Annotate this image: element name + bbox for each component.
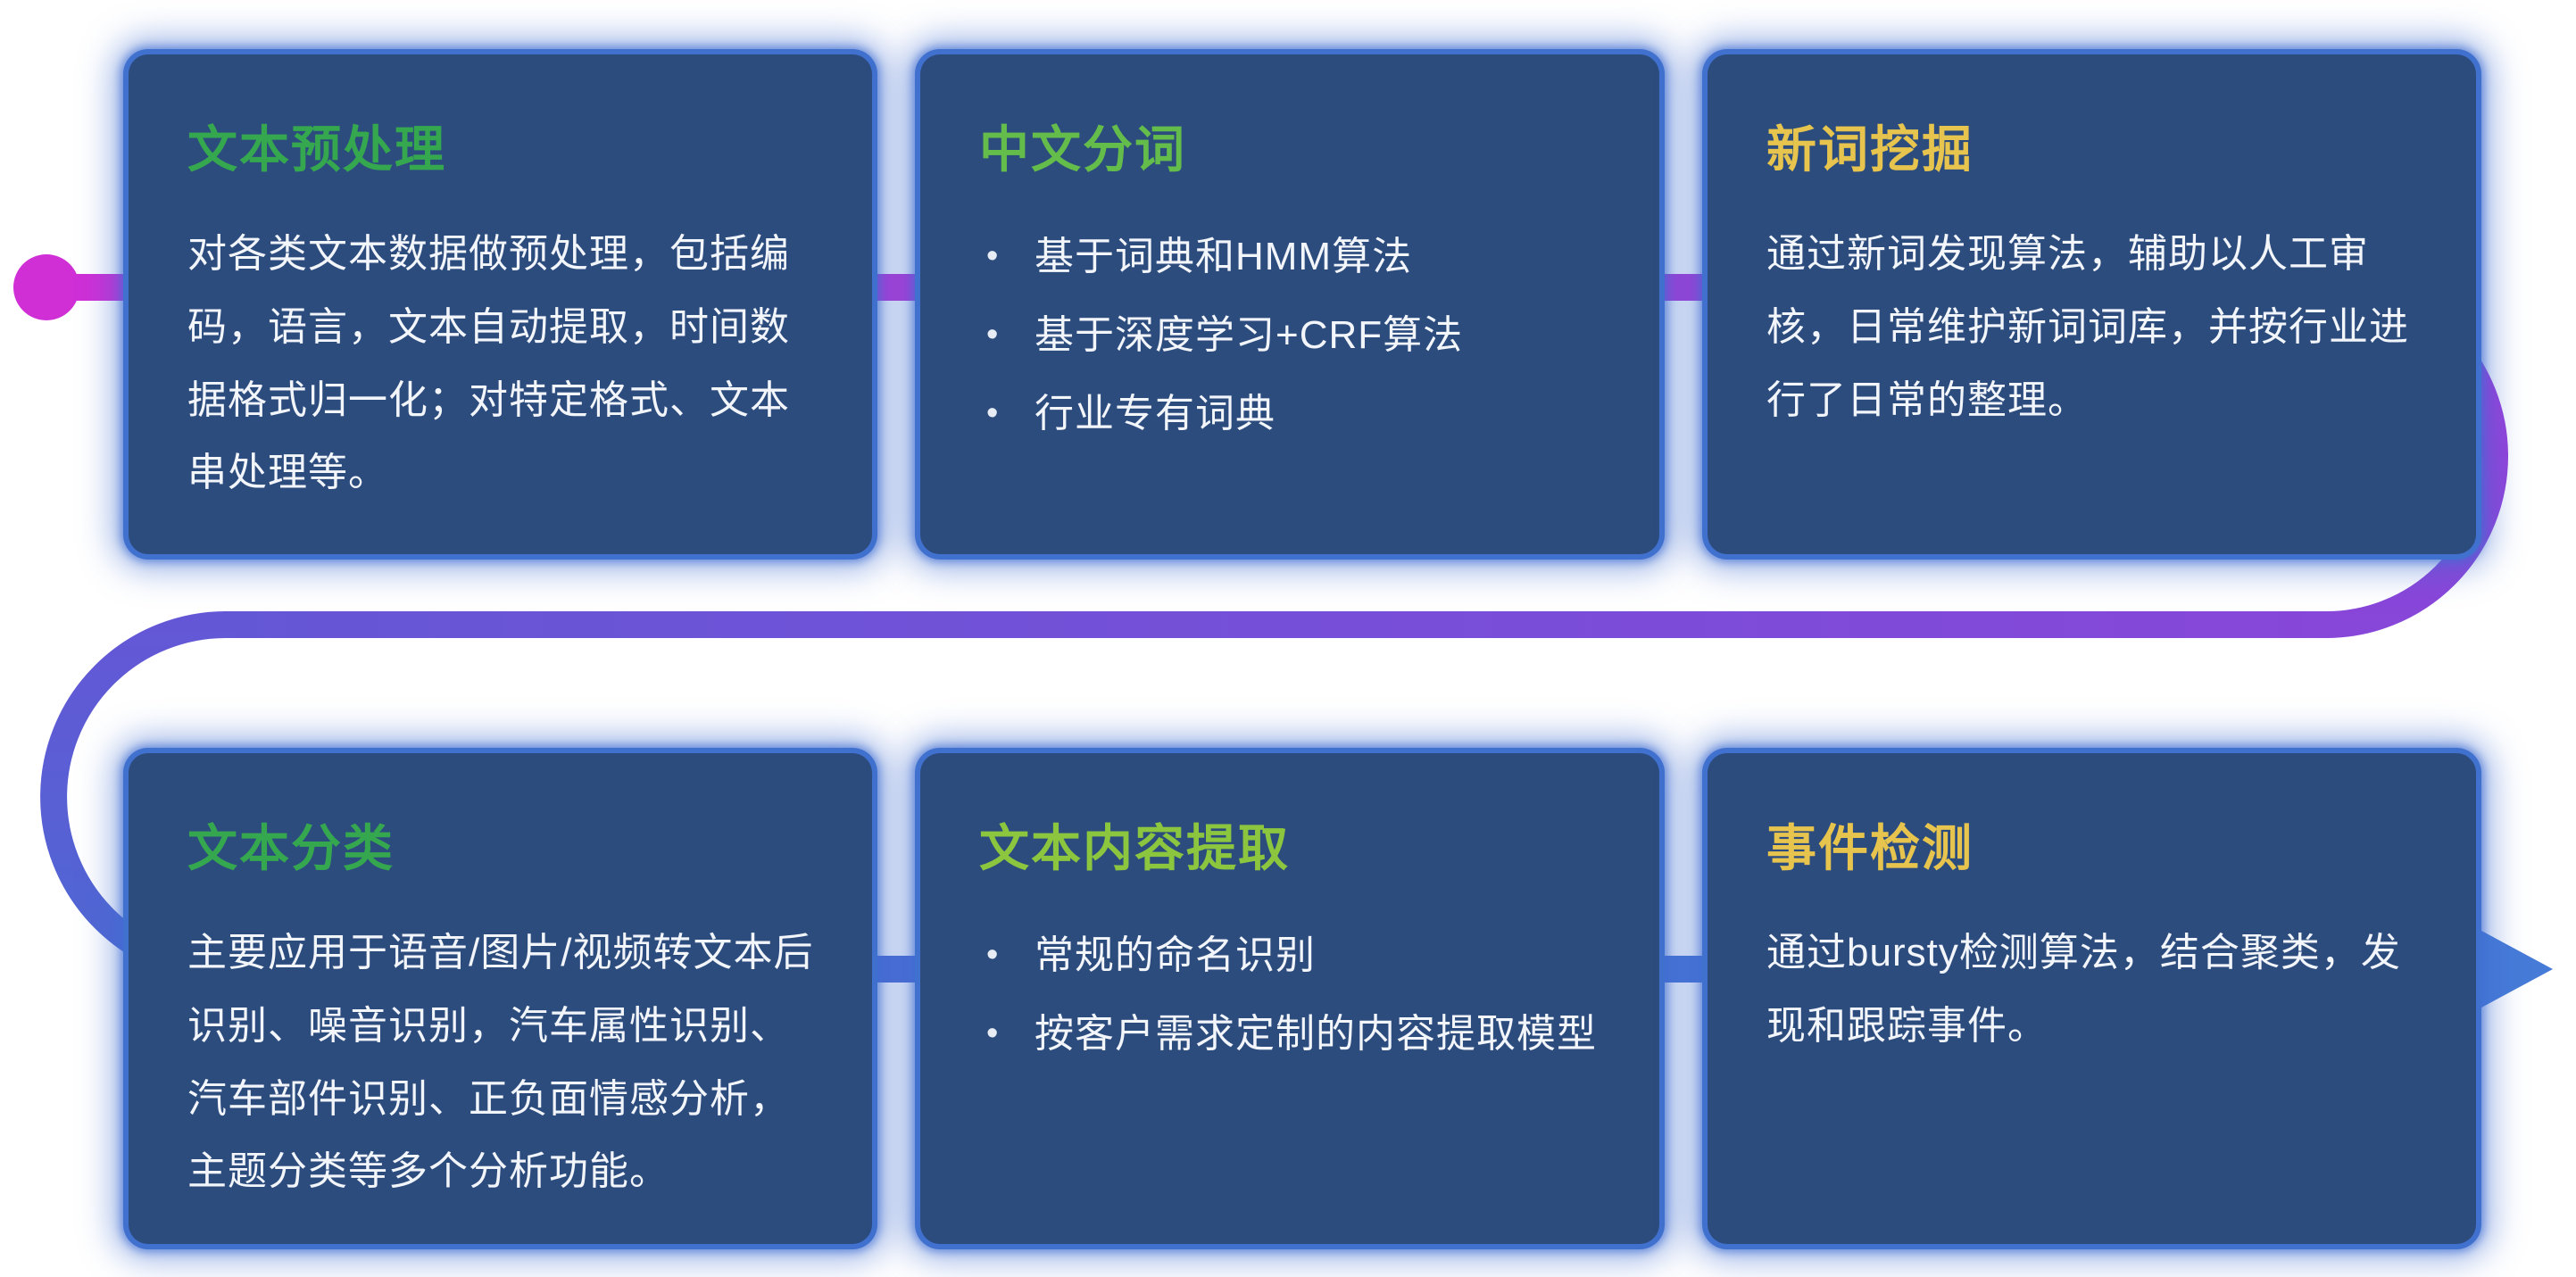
flow-arrow-icon [2460,919,2553,1019]
card-chinese-word-segmentation: 中文分词 基于词典和HMM算法 基于深度学习+CRF算法 行业专有词典 [915,49,1665,560]
card-title: 新词挖掘 [1766,121,1974,178]
card-body: 通过新词发现算法，辅助以人工审核，日常维护新词词库，并按行业进行了日常的整理。 [1766,232,2409,422]
card-bullet-list: 基于词典和HMM算法 基于深度学习+CRF算法 行业专有词典 [979,218,1604,453]
bullet-item: 常规的命名识别 [979,916,1604,995]
card-title: 文本分类 [187,820,395,876]
card-title: 事件检测 [1766,820,1974,876]
card-title: 文本内容提取 [979,820,1290,876]
bullet-item: 按客户需求定制的内容提取模型 [979,995,1604,1074]
card-title: 文本预处理 [187,121,446,178]
card-text-preprocessing: 文本预处理 对各类文本数据做预处理，包括编码，语言，文本自动提取，时间数据格式归… [123,49,877,560]
card-event-detection: 事件检测 通过bursty检测算法，结合聚类，发现和跟踪事件。 [1702,748,2481,1249]
bullet-item: 行业专有词典 [979,375,1604,453]
card-text-classification: 文本分类 主要应用于语音/图片/视频转文本后识别、噪音识别，汽车属性识别、汽车部… [123,748,877,1249]
bullet-item: 基于词典和HMM算法 [979,218,1604,296]
card-body: 对各类文本数据做预处理，包括编码，语言，文本自动提取，时间数据格式归一化；对特定… [187,232,790,495]
card-title: 中文分词 [979,121,1186,178]
bullet-item: 基于深度学习+CRF算法 [979,296,1604,375]
card-text-content-extraction: 文本内容提取 常规的命名识别 按客户需求定制的内容提取模型 [915,748,1665,1249]
card-body: 主要应用于语音/图片/视频转文本后识别、噪音识别，汽车属性识别、汽车部件识别、正… [187,931,814,1194]
card-body: 通过bursty检测算法，结合聚类，发现和跟踪事件。 [1766,931,2401,1048]
card-new-word-mining: 新词挖掘 通过新词发现算法，辅助以人工审核，日常维护新词词库，并按行业进行了日常… [1702,49,2481,560]
card-bullet-list: 常规的命名识别 按客户需求定制的内容提取模型 [979,916,1604,1074]
